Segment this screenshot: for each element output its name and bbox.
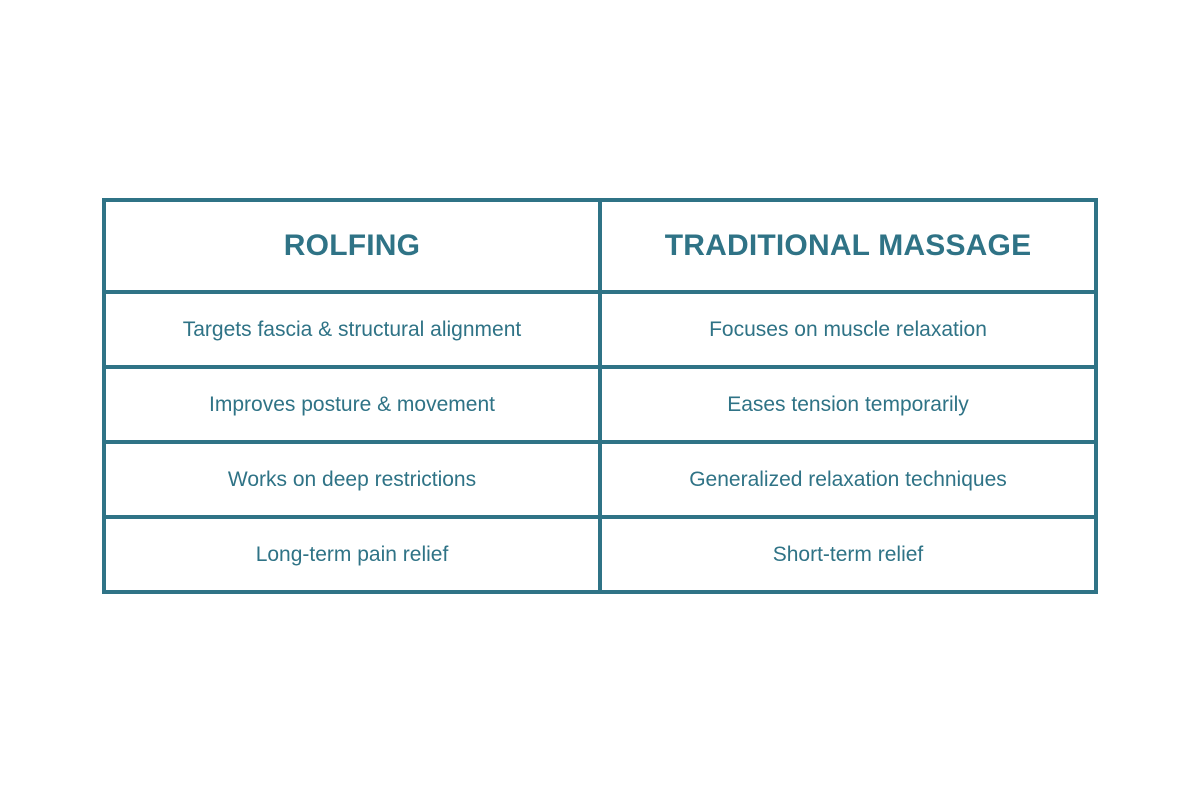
table-cell-rolfing: Works on deep restrictions — [102, 440, 602, 519]
column-header-rolfing: ROLFING — [102, 198, 602, 294]
table-header-row: ROLFING TRADITIONAL MASSAGE — [102, 198, 1098, 294]
table-cell-traditional-massage: Eases tension temporarily — [598, 365, 1098, 444]
table-row: Targets fascia & structural alignment Fo… — [102, 290, 1098, 369]
table-row: Works on deep restrictions Generalized r… — [102, 440, 1098, 519]
table-cell-traditional-massage: Short-term relief — [598, 515, 1098, 594]
column-header-traditional-massage: TRADITIONAL MASSAGE — [598, 198, 1098, 294]
table-row: Long-term pain relief Short-term relief — [102, 515, 1098, 594]
table-cell-rolfing: Improves posture & movement — [102, 365, 602, 444]
table-row: Improves posture & movement Eases tensio… — [102, 365, 1098, 444]
table-cell-rolfing: Long-term pain relief — [102, 515, 602, 594]
comparison-table: ROLFING TRADITIONAL MASSAGE Targets fasc… — [102, 198, 1098, 594]
table-cell-traditional-massage: Generalized relaxation techniques — [598, 440, 1098, 519]
table-cell-rolfing: Targets fascia & structural alignment — [102, 290, 602, 369]
table-cell-traditional-massage: Focuses on muscle relaxation — [598, 290, 1098, 369]
